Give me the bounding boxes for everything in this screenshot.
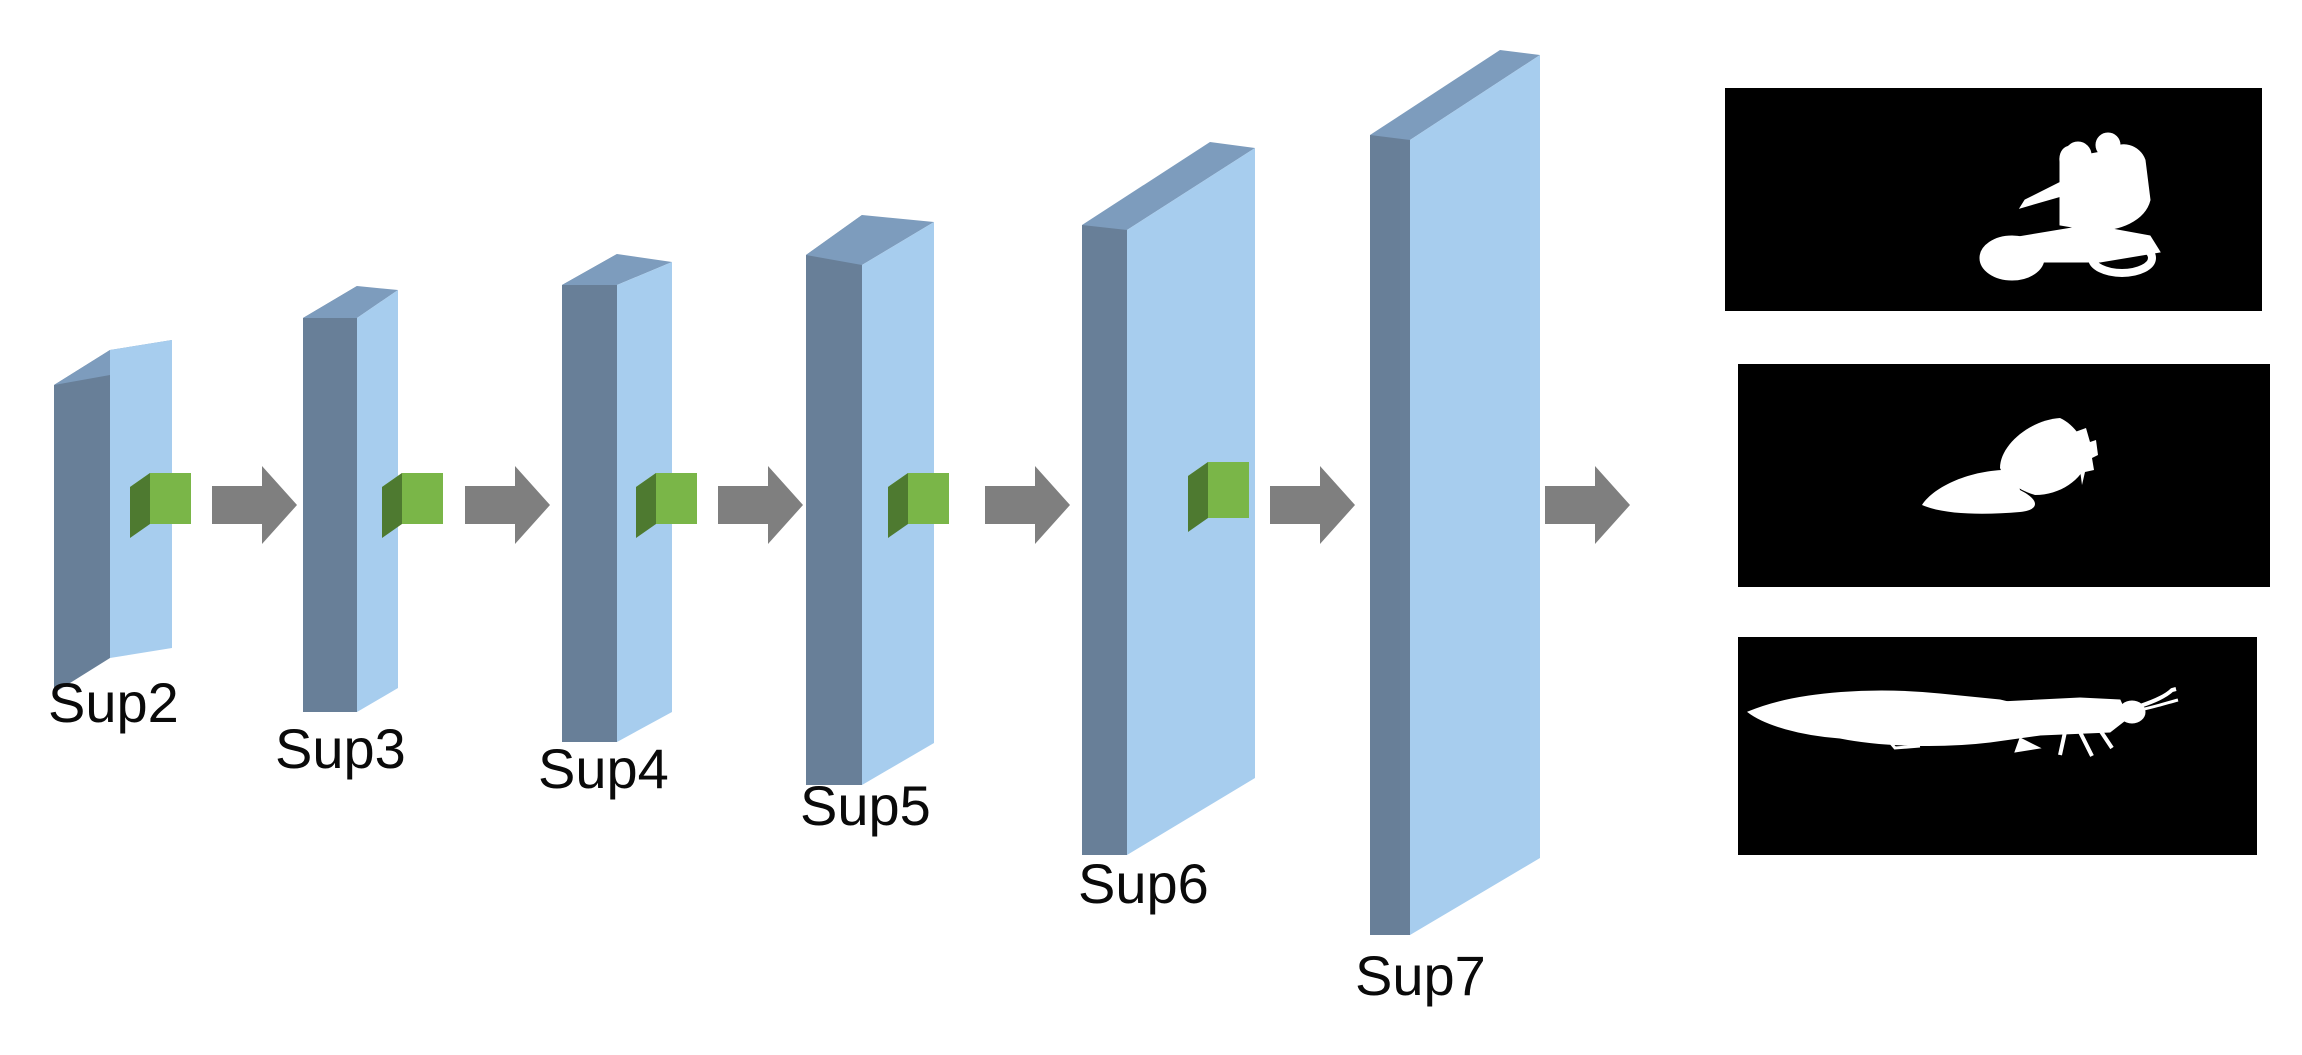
- mask-background: [1738, 637, 2257, 855]
- flow-arrow-icon: [1270, 466, 1355, 544]
- output-mask-insect: [1738, 637, 2257, 855]
- stage-label: Sup3: [275, 717, 406, 780]
- insect-silhouette: [1747, 687, 2179, 757]
- stage-label: Sup4: [538, 737, 669, 800]
- mask-background: [1725, 88, 2262, 311]
- feature-cube-icon: [130, 473, 191, 538]
- stage-block-sup7: Sup7: [1355, 50, 1540, 1007]
- stage-label: Sup6: [1078, 852, 1209, 915]
- block-side-face: [1082, 225, 1127, 855]
- stage-label: Sup7: [1355, 944, 1486, 1007]
- block-side-face: [303, 286, 357, 712]
- block-front-face: [357, 290, 398, 712]
- flow-arrow-icon: [212, 466, 297, 544]
- feature-cube-icon: [888, 473, 949, 538]
- flow-arrow-icon: [1545, 466, 1630, 544]
- flow-arrow-icon: [718, 466, 803, 544]
- block-top-face: [1370, 50, 1540, 140]
- stage-block-sup3: Sup3: [275, 286, 443, 780]
- block-front-face: [1410, 55, 1540, 935]
- stage-block-sup6: Sup6: [1078, 142, 1255, 915]
- feature-cube-icon: [636, 473, 697, 538]
- stage-block-sup2: Sup2: [48, 340, 191, 734]
- feature-cube-icon: [382, 473, 443, 538]
- block-side-face: [1370, 135, 1410, 935]
- stage-block-sup5: Sup5: [800, 215, 949, 837]
- block-top-face: [562, 254, 672, 285]
- block-side-face: [806, 215, 862, 785]
- stage-label: Sup5: [800, 774, 931, 837]
- block-top-face: [1082, 142, 1255, 230]
- block-side-face: [54, 350, 110, 693]
- butterfly-silhouette: [1922, 418, 2098, 514]
- block-top-face: [806, 215, 934, 265]
- motorcyclist-silhouette: [1979, 132, 2161, 281]
- output-mask-motorcyclist: [1725, 88, 2262, 311]
- flow-arrow-icon: [985, 466, 1070, 544]
- stage-label: Sup2: [48, 671, 179, 734]
- block-side-face: [562, 254, 617, 742]
- output-mask-butterfly: [1738, 364, 2270, 587]
- feature-cube-icon: [1188, 462, 1249, 532]
- flow-arrow-icon: [465, 466, 550, 544]
- block-top-face: [303, 286, 398, 318]
- stage-block-sup4: Sup4: [538, 254, 697, 800]
